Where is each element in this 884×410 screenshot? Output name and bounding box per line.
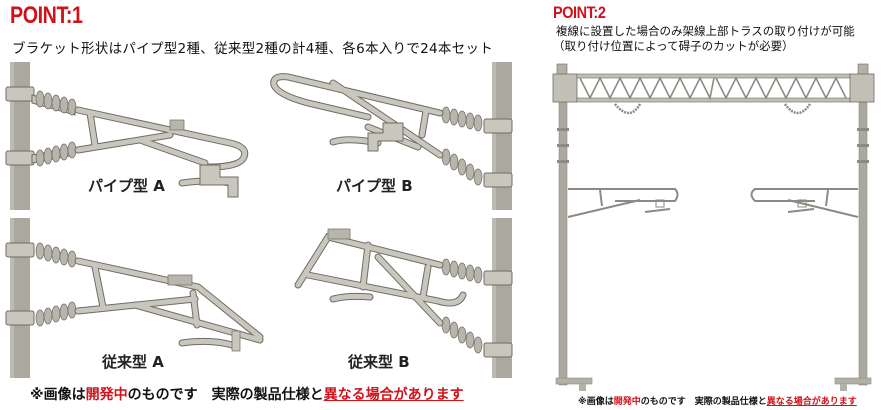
point1-disclaimer: ※画像は開発中のものです 実際の製品仕様と異なる場合があります <box>30 387 464 403</box>
bracket-pipe-a-image <box>5 86 249 198</box>
bracket-pipe-b-image <box>270 73 513 188</box>
note-highlight: 開発中 <box>613 397 641 407</box>
note-underlined: 異なる場合があります <box>766 397 857 407</box>
pole-right-bottom <box>492 218 512 378</box>
point1-title: POINT:1 <box>10 2 83 29</box>
bracket-conventional-a-image <box>5 242 264 352</box>
note-highlight: 開発中 <box>85 387 128 403</box>
note-underlined: 異なる場合があります <box>323 387 464 403</box>
label-conventional-b: 従来型 B <box>348 353 410 371</box>
label-conventional-a: 従来型 A <box>102 353 164 371</box>
point2-disclaimer: ※画像は開発中のものです 実際の製品仕様と異なる場合があります <box>578 397 857 407</box>
pole-left-bottom <box>10 218 30 378</box>
point2-description-line2: （取り付け位置によって碍子のカットが必要） <box>553 39 794 53</box>
label-pipe-a: パイプ型 A <box>88 177 165 195</box>
label-pipe-b: パイプ型 B <box>336 177 413 195</box>
point2-title: POINT:2 <box>553 3 606 22</box>
point2-description-line1: 複線に設置した場合のみ架線上部トラスの取り付けが可能 <box>556 24 855 38</box>
bracket-conventional-b-image <box>294 228 513 358</box>
point1-description: ブラケット形状はパイプ型2種、従来型2種の計4種、各6本入りで24本セット <box>12 41 494 57</box>
overhead-truss-diagram <box>552 63 875 391</box>
